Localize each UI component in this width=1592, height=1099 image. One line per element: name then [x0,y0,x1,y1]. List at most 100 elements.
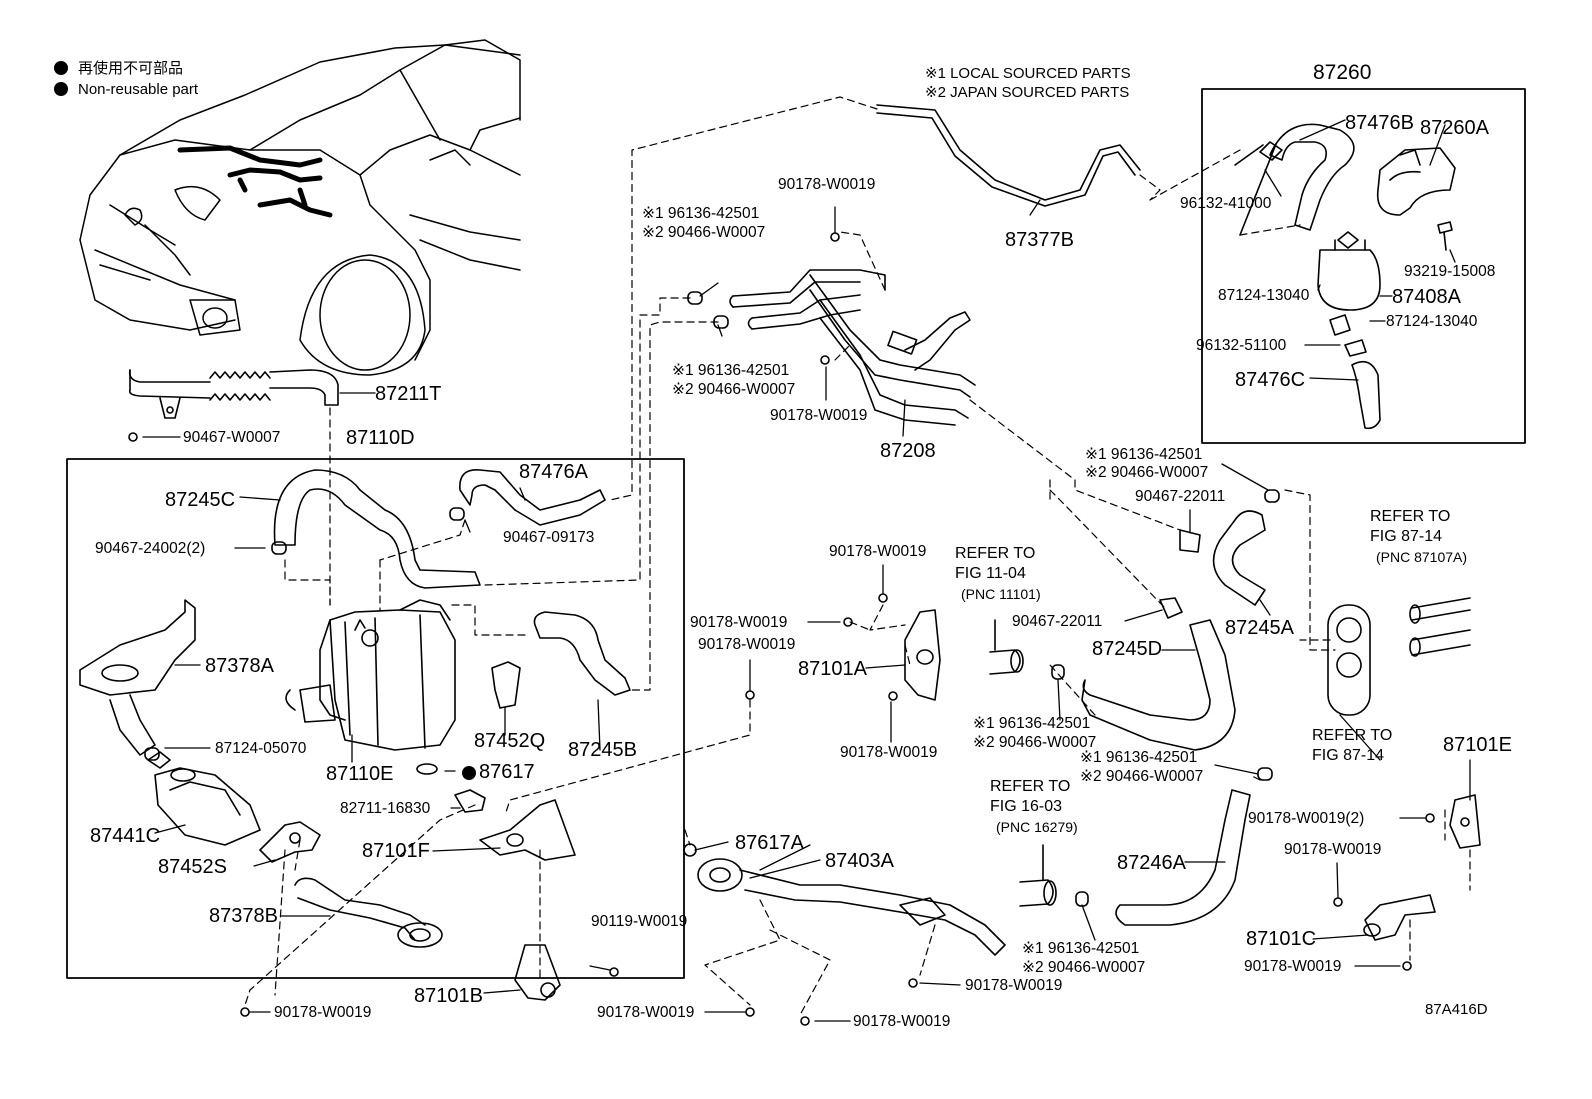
label-90178-W0019-c3: 90178-W0019 [698,636,796,653]
ref-fig-87-14-top-line3: (PNC 87107A) [1376,549,1468,565]
label-90466-W0007-top: ※2 90466-W0007 [642,224,766,241]
part-87101F-shape [454,789,576,861]
label-87245A: 87245A [1225,617,1294,639]
ref-fig-16-03-line3: (PNC 16279) [996,819,1078,835]
part-87245C-shape [273,469,481,589]
frame-87110d [66,458,685,979]
label-87403A: 87403A [825,850,894,872]
label-87208: 87208 [880,440,936,462]
part-87208-shape [729,269,976,426]
label-87408A: 87408A [1392,286,1461,308]
label-87211T: 87211T [375,383,442,405]
part-87211T-shape [128,369,339,442]
label-90178-W0019-bc: 90178-W0019 [597,1004,695,1021]
label-90178-W0019-c4: 90178-W0019 [840,744,938,761]
label-90466-W0007-right: ※2 90466-W0007 [1085,464,1209,481]
label-90466-W0007-c: ※2 90466-W0007 [973,734,1097,751]
label-96132-51100: 96132-51100 [1196,337,1287,354]
label-87110D: 87110D [346,427,415,449]
label-90178-W0019-bc2: 90178-W0019 [853,1013,951,1030]
ref-fig-87-14-top: REFER TO FIG 87-14 (PNC 87107A) [1370,507,1467,567]
label-90467-22011-b: 90467-22011 [1012,613,1103,630]
ref-fig-11-04-line2: FIG 11-04 [955,565,1026,582]
label-87378B: 87378B [209,905,278,927]
label-90466-W0007-r2: ※2 90466-W0007 [1080,768,1204,785]
label-96136-42501-top: ※1 96136-42501 [642,205,760,222]
label-90467-09173: 90467-09173 [503,529,595,546]
ref-fig-87-14-bottom: REFER TO FIG 87-14 [1312,726,1392,766]
legend-jp-text: 再使用不可部品 [78,60,184,77]
label-87452S: 87452S [158,856,227,878]
label-90178-W0019-c1: 90178-W0019 [829,543,927,560]
label-87245D: 87245D [1092,638,1163,660]
legend-en-text: Non-reusable part [78,81,199,98]
label-90119-W0019: 90119-W0019 [591,913,688,930]
legend-en: Non-reusable part [54,81,198,98]
label-87476C: 87476C [1235,369,1306,391]
part-87378A-shape [79,599,196,756]
note-local-sourced: ※1 LOCAL SOURCED PARTS [925,65,1131,82]
part-87245B-shape [533,611,631,696]
label-87101B: 87101B [414,985,483,1007]
ref-fig-16-03-line1: REFER TO [990,778,1071,795]
label-96136-42501-mid: ※1 96136-42501 [672,362,790,379]
label-87245B: 87245B [568,739,637,761]
label-87124-05070: 87124-05070 [215,740,307,757]
label-90466-W0007-b: ※2 90466-W0007 [1022,959,1146,976]
ref-fig-87-14-bottom-line2: FIG 87-14 [1312,747,1385,764]
car-illustration [79,39,521,376]
label-87101F: 87101F [362,840,430,862]
label-87476B: 87476B [1345,112,1414,134]
label-87441C: 87441C [90,825,161,847]
label-90466-W0007-mid: ※2 90466-W0007 [672,381,796,398]
part-87101B-shape [514,944,561,1001]
label-90178-W0019-bc3: 90178-W0019 [965,977,1063,994]
label-87617-text: 87617 [479,761,535,783]
part-87378B-shape [294,877,443,948]
non-reusable-dot-icon [462,766,476,780]
label-87617A: 87617A [735,832,804,854]
label-90467-W0007: 90467-W0007 [183,429,281,446]
label-87452Q: 87452Q [474,730,546,752]
figure-code: 87A416D [1425,1001,1488,1018]
non-reusable-dot-icon [54,61,68,75]
part-87101A-shape [904,609,941,701]
label-93219-15008: 93219-15008 [1404,263,1496,280]
part-87452Q-shape [491,661,521,709]
label-87101E: 87101E [1443,734,1512,756]
part-87110E-shape [285,599,456,751]
legend-jp: 再使用不可部品 [54,57,183,78]
label-90467-24002: 90467-24002(2) [95,540,206,557]
ref-fig-11-04: REFER TO FIG 11-04 (PNC 11101) [955,544,1041,604]
label-90178-W0019-c2: 90178-W0019 [690,614,788,631]
label-87101A: 87101A [798,658,867,680]
label-87101C: 87101C [1246,928,1317,950]
frame-87260 [1201,88,1526,444]
part-87246A-shape [1115,789,1251,926]
label-90178-W0019-top: 90178-W0019 [778,176,876,193]
part-87476A-shape [459,469,606,526]
label-87377B: 87377B [1005,229,1074,251]
dashed-assembly-lines [244,96,1471,1016]
part-87441C-shape [147,751,321,863]
note-japan-sourced: ※2 JAPAN SOURCED PARTS [925,84,1130,101]
non-reusable-dot-icon [54,82,68,96]
ref-fig-11-04-line3: (PNC 11101) [961,586,1041,602]
label-90178-W0019-r: 90178-W0019 [1284,841,1382,858]
label-87110E: 87110E [326,763,394,785]
part-87403A-shape [683,843,1006,956]
ref-fig-87-14-top-line1: REFER TO [1370,508,1451,525]
label-87246A: 87246A [1117,852,1186,874]
label-96136-42501-c: ※1 96136-42501 [973,715,1091,732]
label-90178-W0019-mid: 90178-W0019 [770,407,868,424]
label-87245C: 87245C [165,489,236,511]
label-90178-W0019-r2: 90178-W0019 [1244,958,1342,975]
label-87617: 87617 [462,762,535,782]
part-87260-group-shapes [1234,123,1456,430]
clamps [144,232,1435,1026]
label-87124-13040-a: 87124-13040 [1218,287,1310,304]
part-87245A-shape [1179,510,1266,606]
part-87101C-shape [1363,894,1436,941]
leader-lines [142,119,1471,1022]
ref-fig-16-03-line2: FIG 16-03 [990,798,1063,815]
